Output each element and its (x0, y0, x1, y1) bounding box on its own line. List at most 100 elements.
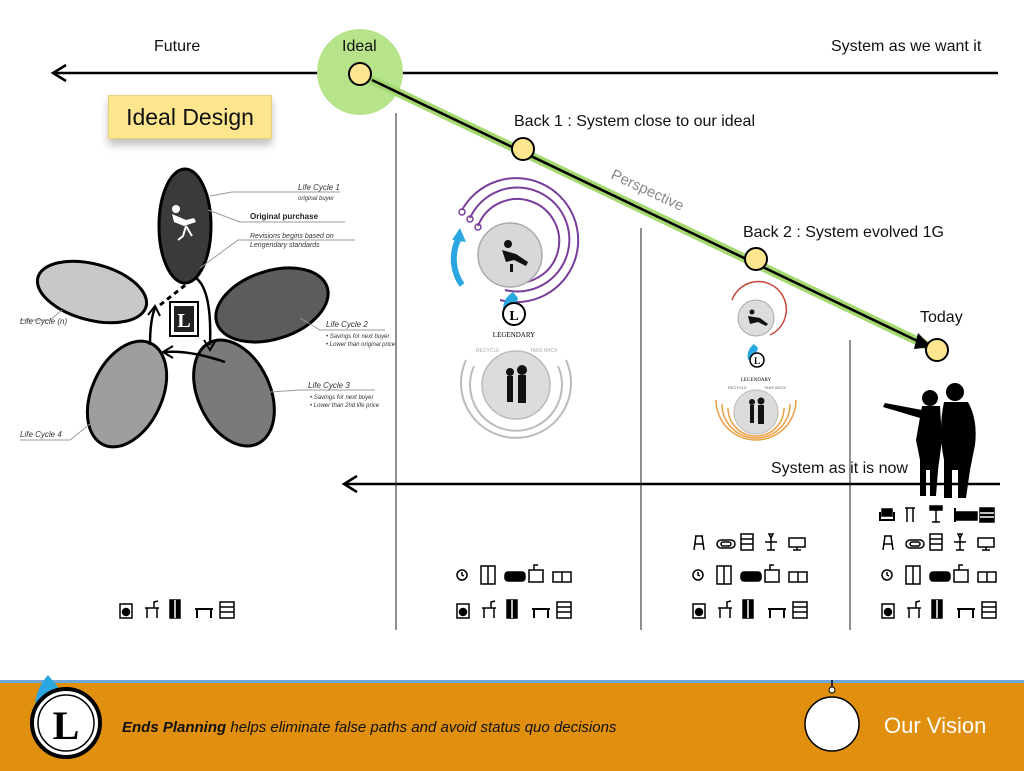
furniture-sofa-icon (504, 571, 526, 582)
today-couple-silhouette (883, 383, 976, 498)
furniture-clock-icon (692, 569, 704, 581)
life-cycle-2-note-2: • Lower than original price (326, 342, 396, 348)
back-1-logo-word: LEGENDARY (493, 331, 535, 339)
life-cycle-3-note-2: • Lower than 2nd life price (310, 403, 380, 409)
furniture-tv-icon (953, 564, 969, 583)
furniture-lamp-icon (765, 533, 777, 551)
chair-figure-icon (172, 205, 196, 241)
footer-tagline-text: helps eliminate false paths and avoid st… (226, 719, 617, 736)
life-cycle-3-note-1: • Savings for next buyer (310, 395, 374, 401)
furniture-stool-icon (905, 507, 915, 522)
ideal-design-title: Ideal Design (108, 95, 272, 139)
back-1-logo-letter: L (509, 309, 518, 324)
furniture-ottoman-icon (716, 539, 736, 549)
furniture-dresser-icon (929, 533, 943, 551)
furniture-wardrobe-icon (169, 599, 181, 619)
furniture-desk-icon (482, 600, 496, 618)
furniture-shelf-icon (219, 601, 235, 619)
ideal-label: Ideal (342, 38, 377, 55)
furniture-washer-icon (692, 603, 706, 619)
footer-bar: L Ends Planning helps eliminate false pa… (0, 675, 1024, 771)
life-cycle-2-label: Life Cycle 2 (326, 320, 368, 329)
seated-figure-icon (502, 240, 528, 272)
furniture-tv-icon (528, 564, 544, 583)
back-1-logo (502, 302, 526, 326)
footer-tagline-emphasis: Ends Planning (122, 719, 227, 736)
furniture-sofa-icon (929, 571, 951, 582)
hanging-lamp-icon (804, 680, 860, 752)
furniture-monitor-icon (977, 537, 995, 551)
furniture-drawers-icon (788, 571, 808, 583)
furniture-icons (119, 505, 997, 619)
furniture-chair-icon (882, 535, 894, 551)
furniture-cabinet-icon (716, 565, 732, 585)
node-today (925, 338, 949, 362)
node-back-1 (511, 137, 535, 161)
furniture-shelf-icon (556, 601, 572, 619)
furniture-washer-icon (881, 603, 895, 619)
standing-couple-icon (506, 365, 527, 403)
furniture-wardrobe-icon (931, 599, 943, 619)
furniture-table-icon (768, 608, 786, 618)
furniture-desk-icon (907, 600, 921, 618)
today-label: Today (920, 309, 963, 326)
back-1-take-back-label: TAKE BACK (530, 348, 558, 354)
future-label: Future (154, 38, 201, 55)
back-2-cycle-diagram: L LEGENDARY RECYCLE TAKE BACK (715, 280, 797, 441)
furniture-washer-icon (119, 603, 133, 619)
footer-logo-letter: L (53, 703, 80, 748)
back-2-standing-couple-icon (749, 397, 765, 424)
furniture-cabinet-icon (480, 565, 496, 585)
perspective-line (371, 78, 929, 348)
back-1-label: Back 1 : System close to our ideal (514, 113, 755, 130)
back-2-logo (749, 352, 765, 368)
life-cycle-n-label: Life Cycle (n) (20, 317, 67, 326)
furniture-clock-icon (881, 569, 893, 581)
revisions-label-1: Revisions begins based on (250, 233, 334, 240)
life-cycle-flower: L (35, 167, 330, 449)
furniture-dresser-icon (740, 533, 754, 551)
system-as-it-is-now-label: System as it is now (771, 460, 908, 477)
furniture-wardrobe-icon (742, 599, 754, 619)
furniture-drawers-icon (977, 571, 997, 583)
furniture-floorlamp-icon (929, 505, 943, 523)
life-cycle-2-note-1: • Savings for next buyer (326, 334, 390, 340)
petal-life-cycle-n (35, 259, 149, 325)
legendary-logo-icon: L (30, 675, 102, 759)
furniture-clock-icon (456, 569, 468, 581)
petal-life-cycle-4 (85, 339, 169, 449)
furniture-washer-icon (456, 603, 470, 619)
node-ideal (348, 62, 372, 86)
furniture-desk-icon (145, 600, 159, 618)
back-1-cycle-diagram: L LEGENDARY RECYCLE TAKE BACK (450, 177, 580, 439)
furniture-wardrobe-icon (506, 599, 518, 619)
back-2-recycle-label: RECYCLE (728, 385, 747, 390)
furniture-ottoman-icon (905, 539, 925, 549)
back-1-recycle-label: RECYCLE (476, 348, 500, 354)
petal-life-cycle-2 (214, 266, 330, 344)
top-timeline-arrowhead (50, 63, 67, 83)
furniture-chair-icon (693, 535, 705, 551)
original-purchase-label: Original purchase (250, 212, 319, 221)
flower-logo-letter: L (177, 310, 190, 332)
back-2-take-back-label: TAKE BACK (764, 385, 786, 390)
bottom-timeline-arrowhead (341, 474, 358, 494)
furniture-drawers-icon (552, 571, 572, 583)
our-vision-label: Our Vision (884, 713, 987, 738)
original-buyer-label: original buyer (298, 196, 335, 202)
petal-life-cycle-3 (192, 338, 276, 448)
furniture-table-icon (957, 608, 975, 618)
furniture-lamp-icon (954, 533, 966, 551)
furniture-sofa-icon (740, 571, 762, 582)
back-2-seated-figure-icon (748, 309, 768, 326)
furniture-chest-icon (979, 507, 995, 523)
furniture-armchair-icon (879, 508, 895, 521)
back-2-logo-word: LEGENDARY (741, 378, 772, 383)
furniture-cabinet-icon (905, 565, 921, 585)
furniture-shelf-icon (792, 601, 808, 619)
furniture-desk-icon (718, 600, 732, 618)
back-2-logo-letter: L (754, 356, 760, 366)
furniture-shelf-icon (981, 601, 997, 619)
system-as-we-want-label: System as we want it (831, 38, 982, 55)
